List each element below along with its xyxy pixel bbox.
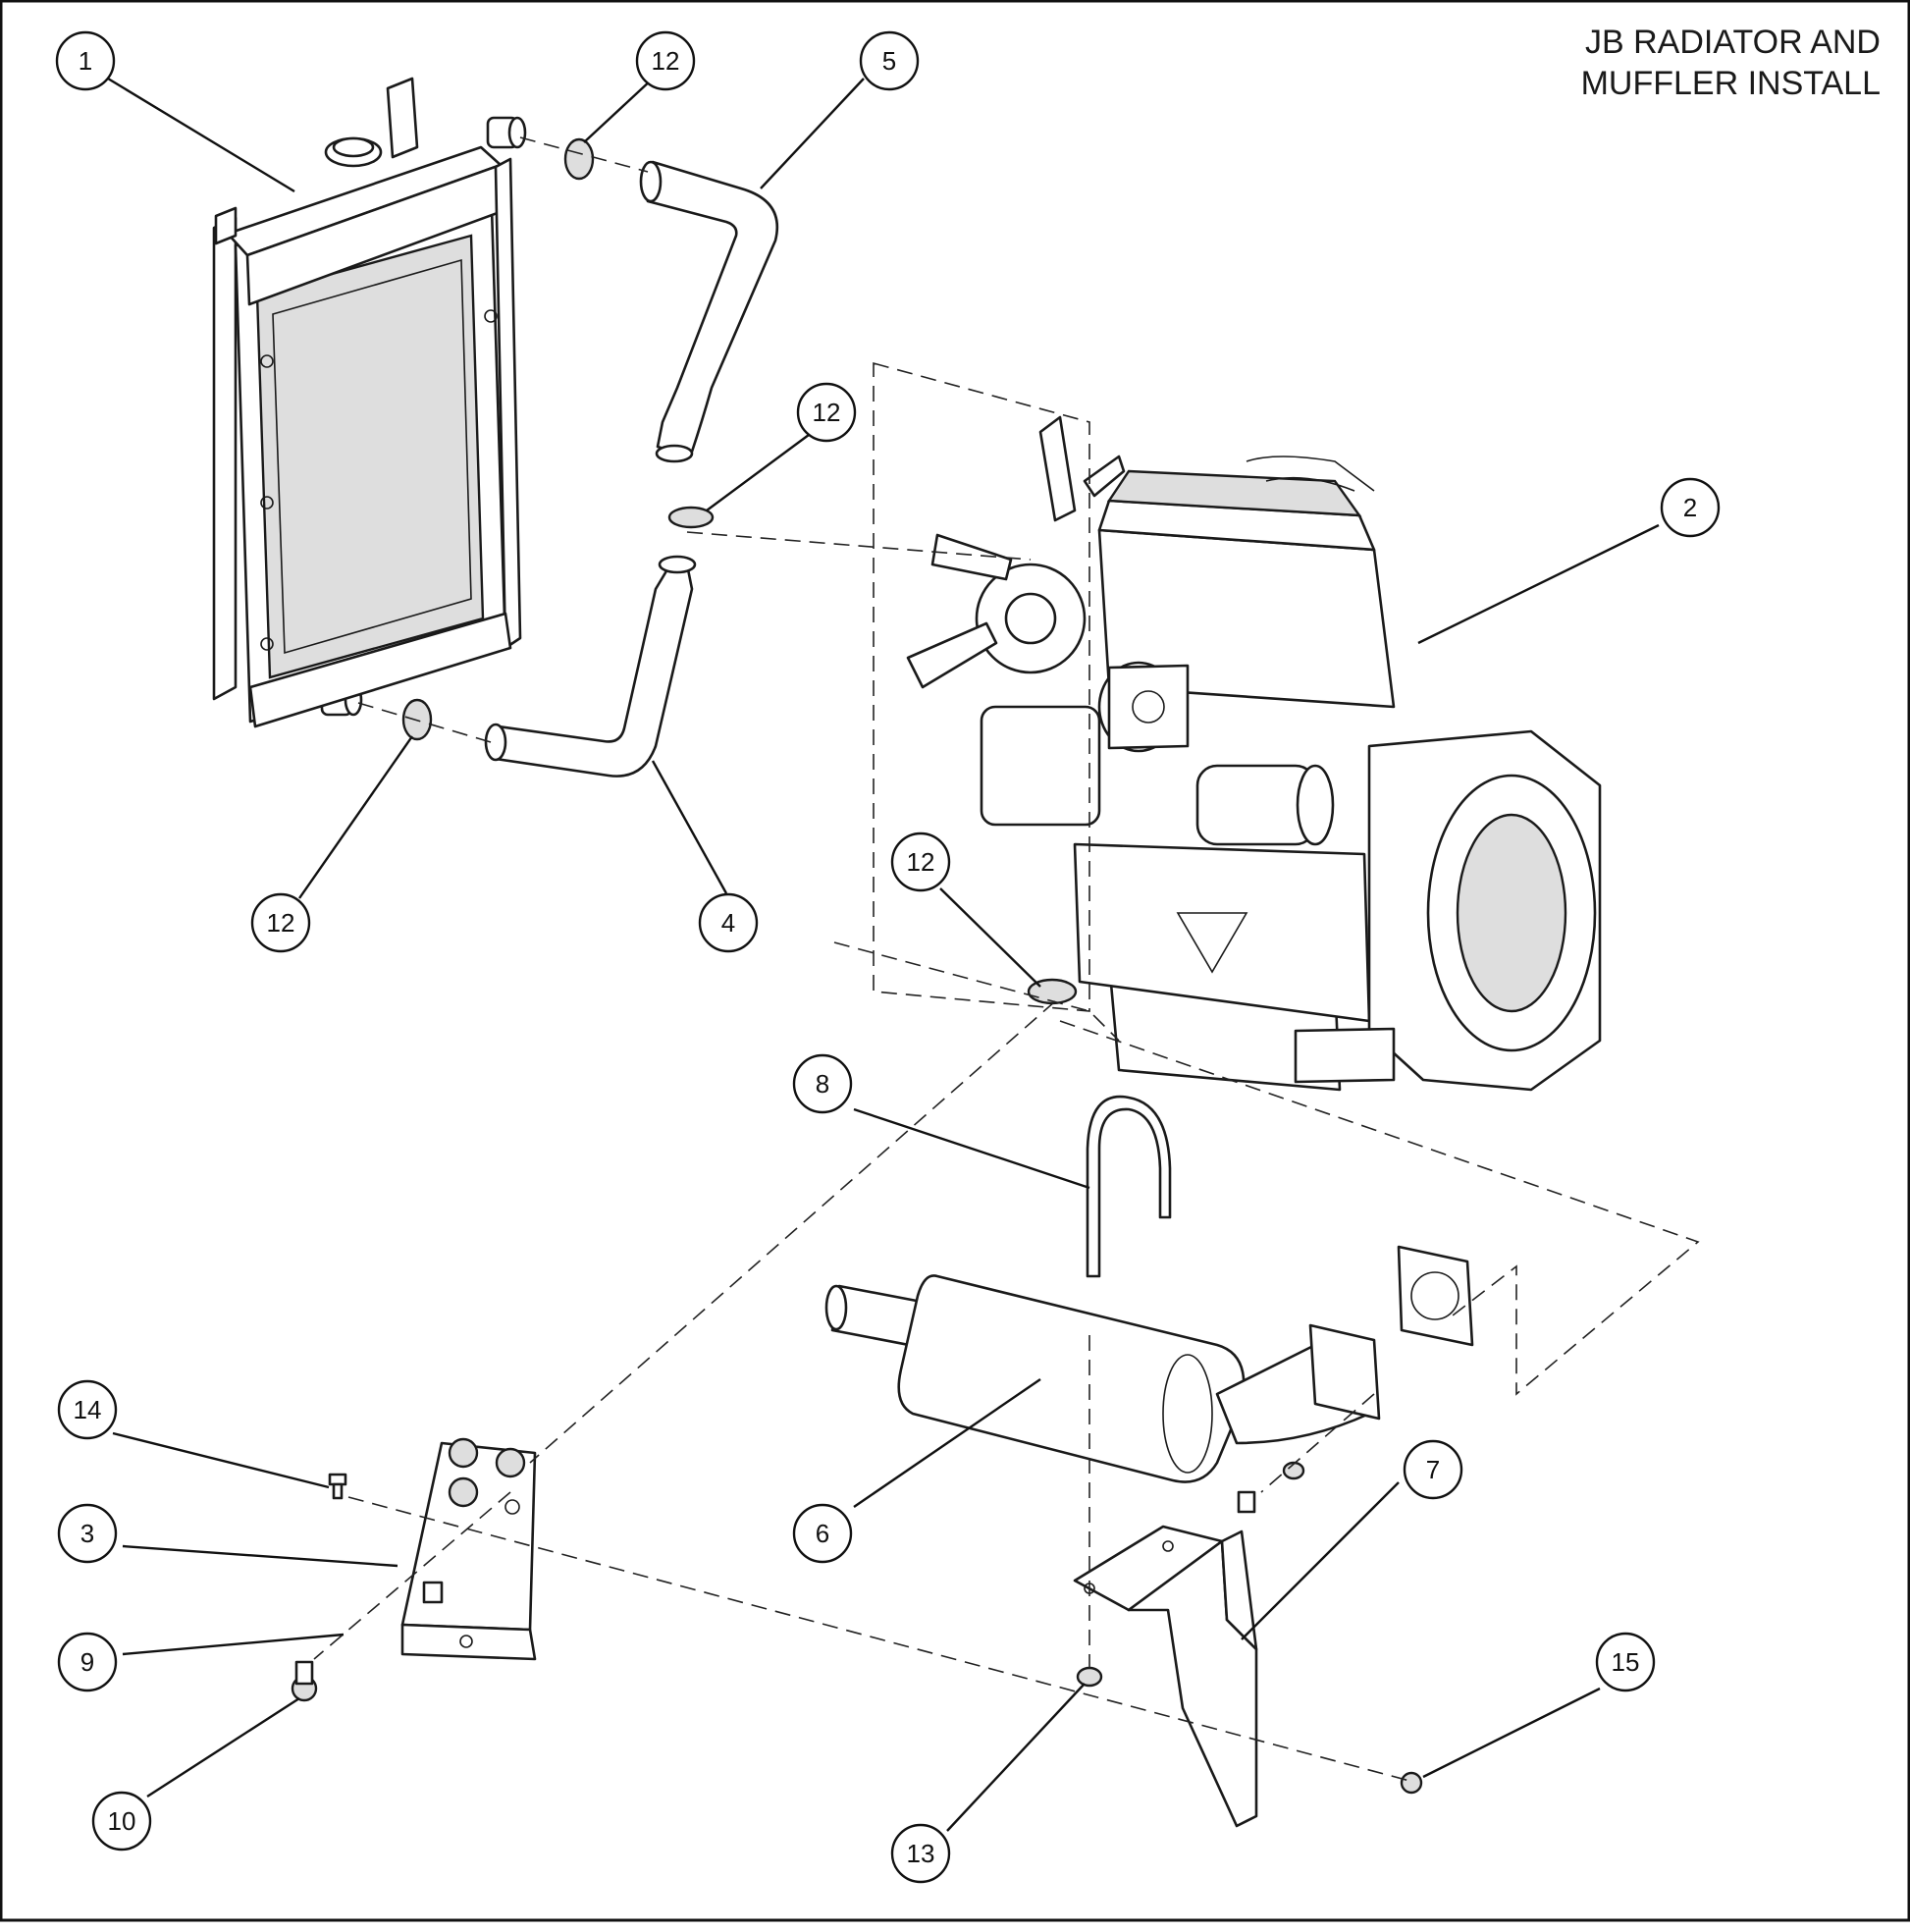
callout-10-label: 10 bbox=[108, 1806, 136, 1836]
callout-3-label: 3 bbox=[80, 1519, 94, 1548]
callout-15: 15 bbox=[1595, 1632, 1656, 1692]
radiator-part bbox=[212, 77, 527, 728]
callout-14-label: 14 bbox=[74, 1395, 102, 1424]
callout-12-top-label: 12 bbox=[652, 46, 680, 76]
u-bolt-part bbox=[1086, 1095, 1172, 1278]
callout-13: 13 bbox=[890, 1823, 951, 1884]
callout-9-label: 9 bbox=[80, 1647, 94, 1677]
callout-4-label: 4 bbox=[721, 908, 735, 938]
radiator-bracket-part bbox=[400, 1437, 537, 1661]
diagram-title-line-1: JB RADIATOR AND bbox=[1584, 24, 1881, 61]
hardware-parts bbox=[291, 1461, 1423, 1795]
callout-14: 14 bbox=[57, 1379, 118, 1440]
lower-hose-part bbox=[484, 555, 697, 778]
callout-5: 5 bbox=[859, 30, 920, 91]
callout-8: 8 bbox=[792, 1053, 853, 1114]
callout-6: 6 bbox=[792, 1503, 853, 1564]
callout-12-engine-label: 12 bbox=[907, 847, 935, 877]
muffler-part bbox=[824, 1245, 1474, 1483]
callout-3: 3 bbox=[57, 1503, 118, 1564]
callout-12-lower: 12 bbox=[250, 892, 311, 953]
callout-15-label: 15 bbox=[1612, 1647, 1640, 1677]
callout-12-engine: 12 bbox=[890, 832, 951, 892]
callout-5-label: 5 bbox=[882, 46, 896, 76]
diagram-title-line-2: MUFFLER INSTALL bbox=[1580, 65, 1881, 102]
callout-12-lower-label: 12 bbox=[267, 908, 295, 938]
leader-lines bbox=[107, 77, 1660, 1832]
upper-hose-part bbox=[639, 160, 779, 463]
callout-2: 2 bbox=[1660, 477, 1721, 538]
callout-12-top: 12 bbox=[635, 30, 696, 91]
muffler-bracket-part bbox=[1073, 1525, 1258, 1828]
assembly-lines bbox=[313, 136, 1700, 1783]
hose-clamp-parts bbox=[401, 137, 1078, 1005]
callout-7-label: 7 bbox=[1426, 1455, 1440, 1484]
callout-12-upper-hose-label: 12 bbox=[813, 398, 841, 427]
callout-4: 4 bbox=[698, 892, 759, 953]
callout-9: 9 bbox=[57, 1632, 118, 1692]
callout-13-label: 13 bbox=[907, 1839, 935, 1868]
callout-2-label: 2 bbox=[1683, 493, 1697, 522]
diagram-title: JB RADIATOR AND MUFFLER INSTALL bbox=[1581, 22, 1881, 104]
callout-1: 1 bbox=[55, 30, 116, 91]
callout-12-upper-hose: 12 bbox=[796, 382, 857, 443]
callout-6-label: 6 bbox=[816, 1519, 829, 1548]
callout-7: 7 bbox=[1403, 1439, 1463, 1500]
callout-10: 10 bbox=[91, 1791, 152, 1852]
engine-part bbox=[906, 415, 1602, 1092]
callout-1-label: 1 bbox=[79, 46, 92, 76]
callout-8-label: 8 bbox=[816, 1069, 829, 1099]
